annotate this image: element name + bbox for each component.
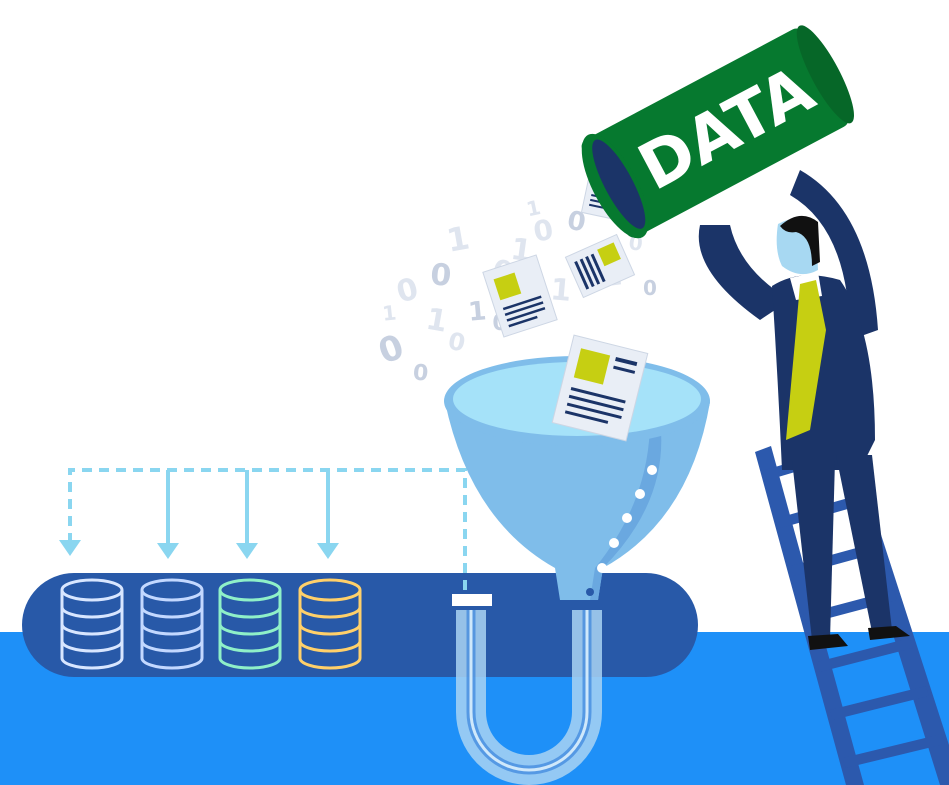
left-shoe: [808, 634, 848, 650]
left-leg: [792, 460, 835, 640]
pipe-cap: [452, 594, 492, 606]
binary-digit: 0: [373, 327, 409, 373]
binary-digit: 1: [444, 219, 473, 260]
arrow-head-3: [236, 543, 258, 559]
u-pipe: [456, 610, 602, 785]
funnel-dots: [597, 465, 657, 573]
document-mid: [482, 254, 558, 338]
funnel-dot-dark: [586, 588, 594, 596]
arrow-head-1: [59, 540, 81, 556]
ladder-rung: [816, 638, 913, 672]
funnel-dot: [622, 513, 632, 523]
database-3-icon: [218, 578, 282, 670]
binary-digit: 0: [412, 360, 429, 386]
database-1-icon: [60, 578, 124, 670]
ladder-rung: [842, 734, 945, 768]
binary-digit: 1: [381, 300, 397, 325]
bucket-bottom: [796, 25, 854, 124]
funnel-body: [445, 402, 710, 600]
binary-digit: 0: [643, 276, 657, 300]
binary-digit: 0: [429, 257, 453, 294]
flow-arrows: [68, 468, 467, 590]
arrow-head-4: [317, 543, 339, 559]
businessman: [698, 170, 910, 650]
tie: [786, 280, 826, 440]
binary-digit: 0: [565, 206, 588, 239]
bucket-body: [581, 28, 849, 238]
hair: [780, 215, 820, 266]
bucket-mouth-inner: [592, 139, 646, 229]
funnel-dot: [647, 465, 657, 475]
right-leg: [836, 455, 892, 632]
funnel-dot: [635, 489, 645, 499]
document-right: [564, 233, 636, 299]
right-shoe: [868, 626, 910, 640]
arrow-head-2: [157, 543, 179, 559]
binary-digit: 1: [549, 272, 573, 309]
binary-digit: 1: [524, 195, 543, 221]
binary-digit: 0: [393, 271, 422, 310]
database-4-icon: [298, 578, 362, 670]
pipe-highlight: [469, 610, 589, 772]
left-arm: [698, 225, 790, 320]
binary-digit: 1: [423, 302, 450, 340]
funnel-dot: [609, 538, 619, 548]
binary-digit: 0: [446, 327, 468, 358]
funnel-side-shade: [590, 420, 662, 600]
ladder-rung: [829, 686, 929, 720]
funnel-dot: [597, 563, 607, 573]
document-in-funnel: [551, 334, 649, 442]
dashed-flow-line: [68, 468, 467, 590]
binary-digit: 1: [467, 296, 488, 327]
database-2-icon: [140, 578, 204, 670]
database-group: [60, 578, 362, 670]
right-arm: [790, 170, 878, 340]
arrow-heads: [59, 540, 339, 559]
